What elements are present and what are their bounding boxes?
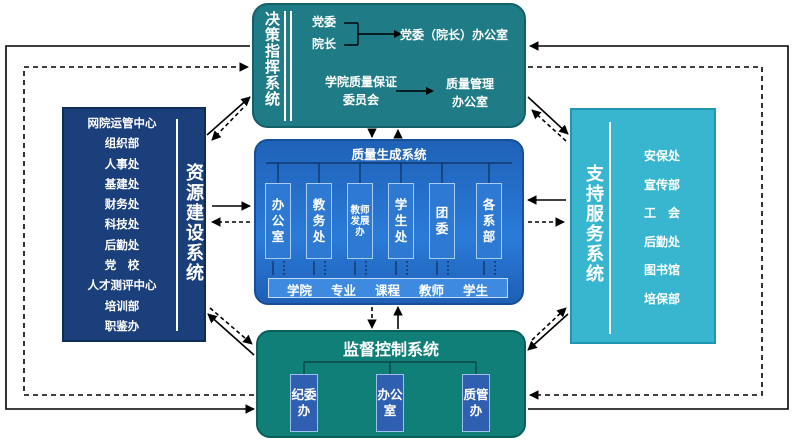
office-departments: 各系部 [476, 183, 502, 259]
bracket-arrow [344, 22, 402, 46]
support-item: 宣传部 [643, 177, 680, 192]
diag-tl-solid [206, 96, 251, 136]
support-list: 安保处 宣传部 工 会 后勤处 图书馆 培保部 [614, 142, 710, 314]
resource-item: 培训部 [104, 298, 140, 313]
bottom-item-major: 专业 [331, 283, 357, 298]
support-service-system: 支持服务系统 安保处 宣传部 工 会 后勤处 图书馆 培保部 [570, 108, 716, 344]
divider [176, 119, 178, 331]
resource-title: 资源建设系统 [183, 163, 204, 283]
resource-item: 科技处 [104, 217, 140, 232]
resource-item: 后勤处 [104, 237, 140, 252]
party-office: 党委（院长）办公室 [400, 28, 509, 42]
diag-tr-solid [527, 96, 569, 135]
bottom-item-course: 课程 [375, 283, 401, 298]
support-item: 工 会 [643, 206, 680, 221]
divider [284, 11, 286, 121]
inner-dashed-loop-right [528, 66, 763, 400]
resource-item: 组织部 [104, 136, 140, 151]
quality-committee-line2: 委员会 [342, 93, 379, 107]
resource-item: 人才测评中心 [87, 278, 157, 293]
quality-connectors [266, 162, 512, 275]
resource-item: 网院运管中心 [87, 116, 157, 130]
office-teacher-development: 教师发展办 [347, 183, 373, 259]
decision-command-system: 决策指挥系统 党委 院长 党委（院长）办公室 学院质量保证 委员会 质量管理 办… [252, 3, 526, 128]
bottom-item-college: 学院 [287, 283, 313, 298]
resource-item: 人事处 [104, 156, 140, 171]
quality-committee: 学院质量保证 委员会 [302, 73, 420, 109]
resource-item: 职鉴办 [104, 318, 140, 333]
support-item: 后勤处 [643, 234, 680, 249]
support-item: 图书馆 [643, 263, 680, 278]
unit-quality-office: 质管办 [462, 374, 490, 432]
office-academic-affairs: 教务处 [306, 183, 332, 259]
decision-title: 决策指挥系统 [263, 11, 281, 107]
support-item: 安保处 [643, 149, 680, 163]
diag-tl-dashed [211, 107, 244, 141]
quality-office: 质量管理 办公室 [434, 75, 506, 111]
divider [609, 122, 611, 334]
quality-bottom-bar: 学院 专业 课程 教师 学生 [268, 278, 508, 298]
resource-construction-system: 网院运管中心 组织部 人事处 基建处 财务处 科技处 后勤处 党 校 人才测评中… [62, 107, 206, 342]
resource-item: 财务处 [104, 197, 140, 212]
outer-solid-loop-left [5, 45, 255, 414]
party-committee: 党委 [312, 15, 337, 29]
bottom-item-teacher: 教师 [419, 283, 445, 298]
supervise-title: 监督控制系统 [342, 340, 439, 359]
outer-solid-loop-right [528, 41, 789, 410]
resource-item: 基建处 [104, 176, 140, 191]
quality-title: 质量生成系统 [351, 147, 427, 162]
quality-office-line1: 质量管理 [445, 77, 494, 91]
diag-bl-solid [207, 313, 255, 356]
diag-br-solid [527, 313, 569, 351]
office-youth-league: 团委 [429, 183, 455, 259]
unit-administration-office: 办公室 [376, 374, 404, 432]
supervision-control-system: 监督控制系统 纪委办 办公室 质管办 [256, 330, 526, 438]
support-item: 培保部 [643, 291, 680, 306]
quality-committee-line1: 学院质量保证 [324, 75, 397, 89]
unit-discipline-office: 纪委办 [290, 374, 318, 432]
diag-bl-dashed [209, 307, 253, 345]
office-administration: 办公室 [265, 183, 291, 259]
president: 院长 [312, 37, 337, 51]
resource-list: 网院运管中心 组织部 人事处 基建处 财务处 科技处 后勤处 党 校 人才测评中… [68, 113, 176, 336]
quality-generation-system: 质量生成系统 办公室 教务处 教师发展办 学生处 团委 各系部 学院 专业 课程… [254, 139, 524, 305]
resource-item: 党 校 [104, 258, 140, 273]
quality-office-line2: 办公室 [451, 95, 488, 109]
support-title: 支持服务系统 [583, 164, 604, 284]
diag-br-dashed [531, 307, 567, 341]
bottom-item-student: 学生 [463, 283, 489, 298]
supervise-connectors [303, 361, 477, 374]
divider [290, 11, 292, 121]
committee-arrow [396, 87, 434, 95]
inner-dashed-loop-left [23, 62, 254, 396]
office-student-affairs: 学生处 [388, 183, 414, 259]
diag-tr-dashed [531, 109, 567, 142]
